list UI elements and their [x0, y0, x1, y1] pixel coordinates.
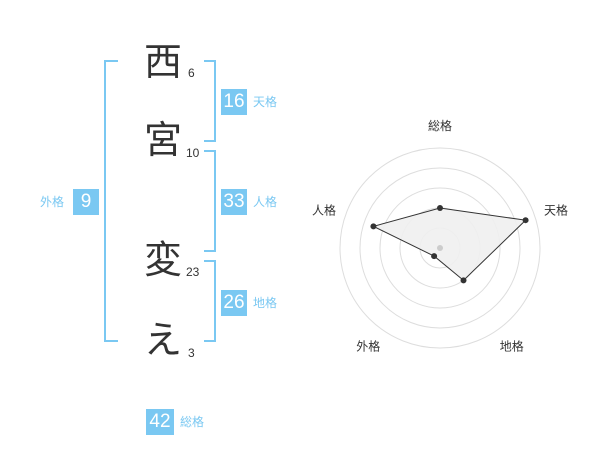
stroke-count-4: 3: [188, 346, 195, 360]
tenkaku-label: 天格: [253, 95, 278, 109]
stroke-count-3: 23: [186, 265, 200, 279]
radar-axis-label: 外格: [356, 339, 380, 354]
radar-ring: [379, 187, 501, 309]
name-char-4: え: [143, 318, 182, 362]
gaikaku-bracket: [104, 60, 118, 342]
chikaku-label: 地格: [253, 296, 278, 310]
tenkaku-value-badge: 16: [221, 89, 247, 115]
gaikaku-value-badge: 9: [73, 189, 99, 215]
soukaku-value-badge: 42: [146, 409, 174, 435]
name-char-2: 宮: [143, 118, 182, 162]
radar-point: [460, 277, 467, 284]
stroke-count-1: 6: [188, 66, 195, 80]
radar-point: [437, 205, 443, 211]
radar-point: [370, 223, 377, 230]
jinkaku-label: 人格: [253, 195, 278, 209]
radar-axis-label: 天格: [544, 202, 568, 217]
radar-ring: [339, 147, 541, 349]
radar-center-dot: [437, 245, 443, 251]
gaikaku-label: 外格: [40, 195, 65, 209]
radar-axis-label: 地格: [500, 339, 524, 354]
radar-point: [431, 253, 438, 260]
radar-point: [522, 217, 529, 224]
stroke-count-2: 10: [186, 146, 200, 160]
jinkaku-value-badge: 33: [221, 189, 247, 215]
chikaku-bracket: [204, 260, 216, 342]
soukaku-label: 総格: [180, 415, 205, 429]
radar-polygon: [372, 207, 527, 282]
tenkaku-bracket: [204, 60, 216, 142]
radar-axis-label: 総格: [428, 118, 452, 133]
radar-axis-label: 人格: [312, 202, 336, 217]
radar-ring: [359, 167, 521, 329]
name-char-1: 西: [143, 40, 182, 84]
chikaku-value-badge: 26: [221, 290, 247, 316]
name-char-3: 変: [143, 238, 182, 282]
jinkaku-bracket: [204, 150, 216, 252]
